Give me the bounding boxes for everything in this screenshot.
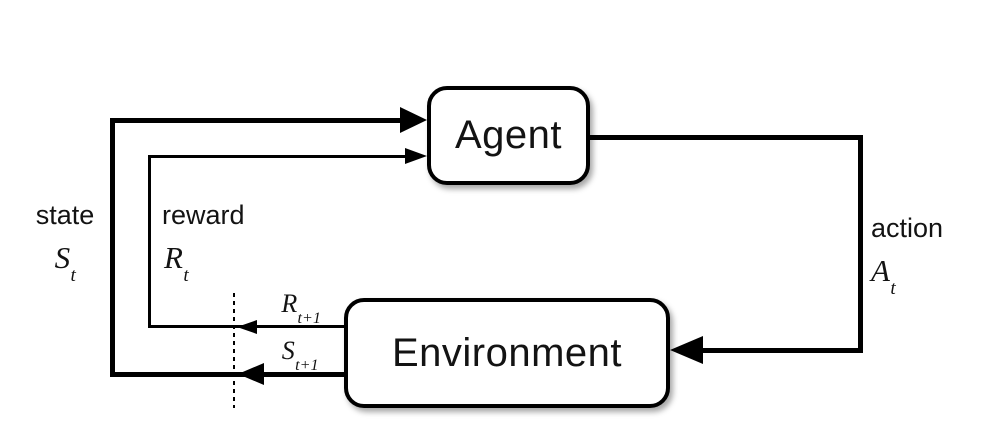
state-symbol-subscript: t [70, 264, 76, 286]
reward-into-agent-arrowhead-icon [405, 148, 427, 164]
next-state-symbol-subscript: t+1 [295, 356, 319, 374]
reward-symbol: Rt [164, 240, 189, 285]
reward-label: reward [162, 200, 245, 231]
time-boundary-dashed-line [233, 293, 235, 408]
agent-node: Agent [427, 86, 590, 185]
action-symbol: At [871, 253, 896, 298]
reward-line-vertical [148, 155, 151, 328]
environment-node-label: Environment [391, 330, 623, 375]
environment-node: Environment [344, 298, 670, 408]
agent-node-label: Agent [454, 113, 563, 157]
next-state-symbol: St+1 [258, 336, 342, 374]
action-line-bottom [699, 348, 863, 353]
state-symbol: St [18, 240, 112, 285]
state-line-bottom [110, 372, 346, 377]
action-line-vertical [858, 135, 863, 353]
action-symbol-letter: A [871, 253, 890, 288]
action-label: action [871, 213, 944, 244]
next-reward-arrowhead-icon [237, 320, 257, 334]
reward-line-top [148, 155, 406, 158]
next-reward-symbol-letter: R [281, 289, 298, 318]
state-symbol-letter: S [54, 240, 71, 275]
action-label-text: action [871, 213, 944, 243]
next-state-arrowhead-icon [238, 363, 264, 385]
action-line-top [588, 135, 863, 140]
next-reward-symbol-subscript: t+1 [297, 309, 321, 327]
action-symbol-subscript: t [890, 277, 896, 299]
action-into-environment-arrowhead-icon [670, 336, 703, 364]
state-line-vertical [110, 118, 115, 377]
reward-label-text: reward [162, 200, 245, 230]
state-label: state [18, 200, 112, 231]
next-reward-symbol: Rt+1 [259, 289, 343, 327]
state-into-agent-arrowhead-icon [400, 107, 427, 133]
reward-symbol-letter: R [164, 240, 183, 275]
reward-symbol-subscript: t [183, 264, 189, 286]
next-state-symbol-letter: S [281, 336, 295, 365]
state-line-top [110, 118, 403, 123]
state-label-text: state [35, 200, 95, 230]
